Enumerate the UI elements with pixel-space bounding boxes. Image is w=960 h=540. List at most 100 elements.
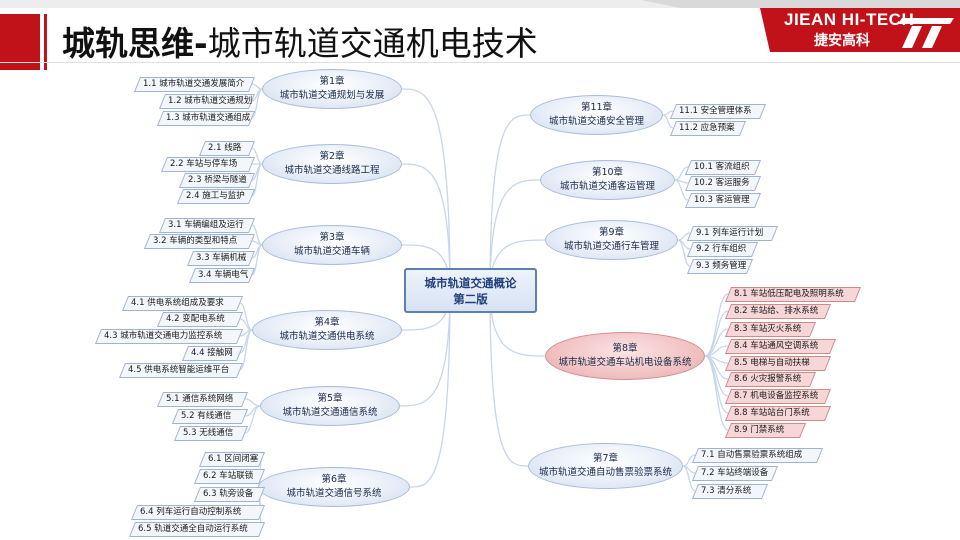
topic-item-label: 8.9 门禁系统 — [734, 425, 785, 435]
topic-item: 6.3 轨旁设备 — [193, 487, 266, 502]
topic-item-label: 2.2 车站与停车场 — [170, 159, 238, 169]
topic-item-label: 5.3 无线通信 — [183, 428, 234, 438]
connector-line — [251, 147, 263, 165]
chapter-node-6: 第6章城市轨道交通信号系统 — [258, 467, 410, 507]
topic-item: 6.2 车站联锁 — [193, 469, 266, 484]
topic-item-label: 7.2 车站终端设备 — [701, 468, 769, 478]
topic-item: 2.3 桥梁与隧道 — [178, 173, 256, 188]
connector-line — [489, 114, 531, 291]
company-logo: JIEAN HI-TECH 捷安高科 — [770, 8, 960, 52]
connector-line — [244, 398, 261, 407]
topic-item: 2.2 车站与停车场 — [160, 157, 256, 172]
title-bold: 城轨思维- — [62, 24, 208, 63]
chapter-number: 第5章 — [317, 393, 343, 404]
chapter-number: 第4章 — [314, 317, 340, 328]
chapter-title: 城市轨道交通供电系统 — [279, 331, 375, 342]
connector-line — [251, 83, 263, 90]
topic-item-label: 6.2 车站联锁 — [203, 471, 254, 481]
topic-item-label: 11.2 应急预案 — [679, 123, 735, 133]
central-topic-edition: 第二版 — [453, 291, 488, 306]
topic-item-label: 8.2 车站给、排水系统 — [734, 306, 819, 316]
topic-item-label: 6.1 区间闭塞 — [208, 454, 259, 464]
connector-line — [239, 302, 253, 331]
topic-item: 3.1 车辆编组及运行 — [158, 218, 256, 233]
connector-line — [704, 355, 729, 431]
topic-item-label: 1.2 城市轨道交通规划 — [168, 96, 253, 106]
topic-item-label: 4.4 接触网 — [191, 348, 233, 358]
chapter-number: 第2章 — [319, 151, 345, 162]
topic-item: 5.3 无线通信 — [173, 426, 249, 441]
topic-item: 5.2 有线通信 — [171, 409, 249, 424]
connector-line — [251, 240, 263, 246]
topic-item-label: 2.1 线路 — [208, 143, 242, 153]
topic-item: 1.1 城市轨道交通发展简介 — [133, 77, 256, 92]
chapter-number: 第10章 — [591, 167, 624, 178]
topic-item: 4.5 供电系统智能运维平台 — [118, 363, 244, 378]
logo-mark-icon — [898, 18, 954, 48]
chapter-node-8: 第8章城市轨道交通车站机电设备系统 — [545, 332, 705, 380]
topic-item: 6.5 轨道交通全自动运行系统 — [128, 522, 266, 537]
topic-item: 10.1 客流组织 — [684, 160, 762, 175]
topic-item: 9.1 列车运行计划 — [686, 226, 779, 241]
connector-line — [251, 88, 263, 119]
topic-item-label: 9.2 行车组织 — [696, 244, 747, 254]
topic-item-label: 9.3 频务管理 — [696, 261, 747, 271]
logo-text-en: JIEAN HI-TECH — [784, 10, 915, 29]
chapter-node-2: 第2章城市轨道交通线路工程 — [262, 144, 402, 184]
chapter-title: 城市轨道交通客运管理 — [559, 181, 655, 192]
topic-item-label: 5.1 通信系统网络 — [166, 394, 234, 404]
topic-item-label: 6.5 轨道交通全自动运行系统 — [138, 524, 248, 534]
topic-item-label: 2.3 桥梁与隧道 — [188, 175, 247, 185]
connector-line — [239, 329, 253, 371]
page-title: 城轨思维-城市轨道交通机电技术 — [62, 22, 538, 66]
topic-item: 2.1 线路 — [198, 141, 256, 156]
topic-item: 8.5 电梯与自动扶梯 — [724, 356, 832, 371]
topic-item: 7.1 自动售票验票系统组成 — [691, 448, 824, 463]
topic-item: 9.2 行车组织 — [686, 242, 759, 257]
chapter-node-4: 第4章城市轨道交通供电系统 — [252, 310, 402, 350]
topic-item-label: 2.4 施工与监护 — [186, 191, 245, 201]
topic-item-label: 6.4 列车运行自动控制系统 — [140, 507, 242, 517]
topic-item: 10.2 客运服务 — [684, 176, 762, 191]
topic-item-label: 8.4 车站通风空调系统 — [734, 341, 819, 351]
connector-line — [674, 179, 689, 201]
topic-item: 3.4 车辆电气 — [188, 268, 256, 283]
chapter-title: 城市轨道交通通信系统 — [282, 407, 378, 418]
topic-item: 4.2 变配电系统 — [156, 312, 244, 327]
chapter-number: 第6章 — [321, 474, 347, 485]
topic-item: 4.1 供电系统组成及要求 — [121, 296, 244, 311]
topic-item: 4.3 城市轨道交通电力监控系统 — [94, 329, 244, 344]
topic-item: 4.4 接触网 — [181, 346, 244, 361]
chapter-number: 第7章 — [592, 453, 619, 464]
topic-item-label: 4.3 城市轨道交通电力监控系统 — [104, 331, 223, 341]
chapter-node-1: 第1章城市轨道交通规划与发展 — [262, 69, 402, 109]
connector-line — [251, 244, 263, 276]
topic-item: 3.2 车辆的类型和特点 — [143, 234, 256, 249]
topic-item-label: 4.5 供电系统智能运维平台 — [128, 365, 230, 375]
chapter-node-7: 第7章城市轨道交通自动售票验票系统 — [528, 443, 683, 489]
chapter-node-10: 第10章城市轨道交通客运管理 — [540, 160, 675, 200]
topic-item-label: 5.2 有线通信 — [181, 411, 232, 421]
topic-item-label: 4.2 变配电系统 — [166, 314, 225, 324]
connector-line — [399, 289, 451, 407]
topic-item: 11.1 安全管理体系 — [669, 104, 767, 119]
topic-item: 3.3 车辆机械 — [186, 251, 256, 266]
topic-item-label: 3.2 车辆的类型和特点 — [153, 236, 238, 246]
chapter-number: 第8章 — [612, 343, 638, 354]
topic-item-label: 7.3 清分系统 — [701, 486, 752, 496]
topic-item: 8.3 车站灭火系统 — [724, 322, 817, 337]
central-topic: 城市轨道交通概论 第二版 — [404, 268, 537, 313]
title-rest: 城市轨道交通机电技术 — [207, 24, 538, 63]
chapter-title: 城市轨道交通车辆 — [293, 246, 370, 257]
connector-line — [251, 163, 263, 197]
topic-item: 8.9 门禁系统 — [724, 423, 807, 438]
topic-item-label: 10.2 客运服务 — [694, 178, 750, 188]
chapter-title: 城市轨道交通安全管理 — [548, 116, 644, 127]
topic-item-label: 8.1 车站低压配电及照明系统 — [734, 289, 844, 299]
chapter-node-5: 第5章城市轨道交通通信系统 — [260, 386, 400, 426]
topic-item: 8.2 车站给、排水系统 — [724, 304, 832, 319]
chapter-number: 第1章 — [319, 76, 345, 87]
topic-item: 7.3 清分系统 — [691, 484, 769, 499]
topic-item: 2.4 施工与监护 — [176, 189, 256, 204]
topic-item: 1.2 城市轨道交通规划 — [158, 94, 256, 109]
